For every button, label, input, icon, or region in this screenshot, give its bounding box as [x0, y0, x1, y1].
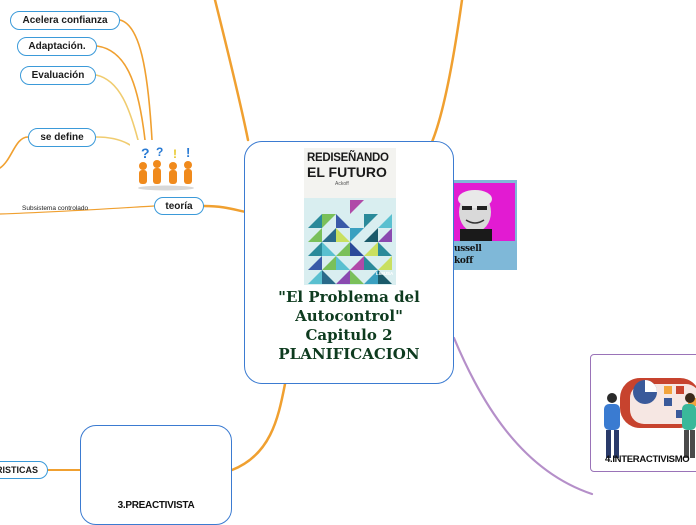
- central-title-line3: Capitulo 2: [305, 326, 393, 344]
- book-title-line2: EL FUTURO: [307, 164, 387, 180]
- branch-se-define-label: se define: [40, 132, 84, 143]
- central-title-line4: PLANIFICACION: [278, 345, 420, 363]
- branch-acelera-confianza-label: Acelera confianza: [22, 15, 108, 26]
- connector-adaptacion: [96, 45, 146, 141]
- connector-se-define: [95, 136, 131, 146]
- branch-caracteristicas-label: RISTICAS: [0, 465, 38, 475]
- central-title: "El Problema del Autocontrol" Capitulo 2…: [245, 288, 453, 364]
- connector-teoria-subsistema: [0, 205, 155, 215]
- ackoff-name-line2: koff: [454, 256, 473, 266]
- branch-evaluacion[interactable]: Evaluación: [20, 66, 96, 85]
- connector-top-right: [430, 0, 464, 144]
- branch-se-define[interactable]: se define: [28, 128, 96, 147]
- branch-adaptacion-label: Adaptación.: [28, 41, 86, 52]
- connector-interactivismo: [452, 336, 594, 496]
- branch-teoria[interactable]: teoría: [154, 197, 204, 215]
- connector-evaluacion: [95, 74, 139, 141]
- book-author: Ackoff: [335, 181, 349, 187]
- thinking-people-icon: ? ? ! !: [130, 140, 204, 192]
- connector-acelera: [119, 19, 153, 141]
- subsistema-controlado-label: Subsistema controlado: [22, 205, 89, 212]
- branch-caracteristicas[interactable]: RISTICAS: [0, 461, 48, 479]
- connector-se-define-left: [0, 136, 29, 169]
- svg-text:!: !: [186, 145, 190, 160]
- branch-evaluacion-label: Evaluación: [31, 70, 85, 81]
- interactivismo-node[interactable]: 4.INTERACTIVISMO: [590, 354, 696, 472]
- book-pattern: [304, 198, 396, 285]
- branch-acelera-confianza[interactable]: Acelera confianza: [10, 11, 120, 30]
- ackoff-name-line1: ussell: [454, 244, 482, 254]
- branch-teoria-label: teoría: [165, 200, 193, 212]
- connector-teoria: [202, 204, 248, 214]
- ackoff-photo: [446, 180, 517, 270]
- interactivismo-illustration: [592, 356, 696, 470]
- central-title-line1: "El Problema del: [278, 288, 420, 306]
- book-cover-image: REDISEÑANDO EL FUTURO Ackoff: [304, 148, 396, 285]
- connector-top-left: [213, 0, 250, 142]
- branch-adaptacion[interactable]: Adaptación.: [17, 37, 97, 56]
- connector-preactivista: [230, 382, 287, 472]
- svg-text:!: !: [173, 147, 177, 161]
- svg-text:?: ?: [141, 145, 150, 161]
- central-topic[interactable]: REDISEÑANDO EL FUTURO Ackoff: [244, 141, 454, 384]
- interactivismo-label: 4.INTERACTIVISMO: [605, 454, 690, 465]
- central-title-line2: Autocontrol": [295, 307, 403, 325]
- preactivista-label: 3.PREACTIVISTA: [117, 500, 195, 511]
- book-publisher: LIMUSA: [376, 271, 394, 276]
- book-title-line1: REDISEÑANDO: [307, 152, 389, 164]
- preactivista-node[interactable]: 3.PREACTIVISTA: [80, 425, 232, 525]
- svg-text:?: ?: [156, 145, 163, 159]
